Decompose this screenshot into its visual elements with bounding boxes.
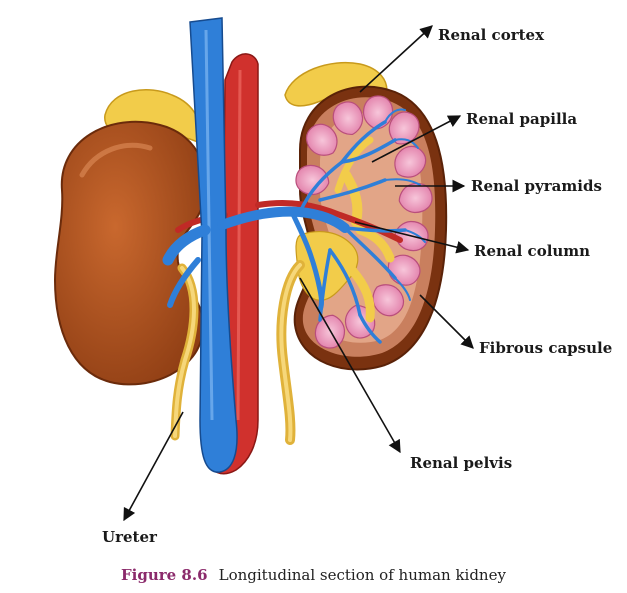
- vena-cava: [189, 17, 238, 473]
- renal-pyramid: [372, 284, 405, 317]
- label-pointers: [123, 25, 474, 522]
- label-renal-column: Renal column: [474, 242, 590, 260]
- renal-pyramid: [388, 111, 420, 145]
- renal-pyramid: [332, 101, 364, 136]
- renal-pyramid: [295, 164, 330, 196]
- figure-caption: Figure 8.6 Longitudinal section of human…: [121, 565, 506, 584]
- renal-pyramid: [394, 145, 427, 178]
- label-renal-pyramids: Renal pyramids: [471, 177, 602, 195]
- renal-vein-group: [162, 17, 426, 473]
- label-renal-cortex: Renal cortex: [438, 26, 545, 44]
- label-ureter: Ureter: [102, 528, 158, 546]
- label-fibrous-capsule: Fibrous capsule: [479, 339, 612, 357]
- label-renal-pelvis: Renal pelvis: [410, 454, 512, 472]
- renal-pyramid: [305, 123, 338, 156]
- labels: Renal cortex Renal papilla Renal pyramid…: [102, 26, 612, 546]
- caption-number: Figure 8.6: [121, 566, 208, 584]
- label-renal-papilla: Renal papilla: [466, 110, 577, 128]
- renal-pelvis-shape: [276, 136, 395, 445]
- caption-text: Longitudinal section of human kidney: [219, 566, 507, 584]
- left-kidney: [53, 89, 207, 441]
